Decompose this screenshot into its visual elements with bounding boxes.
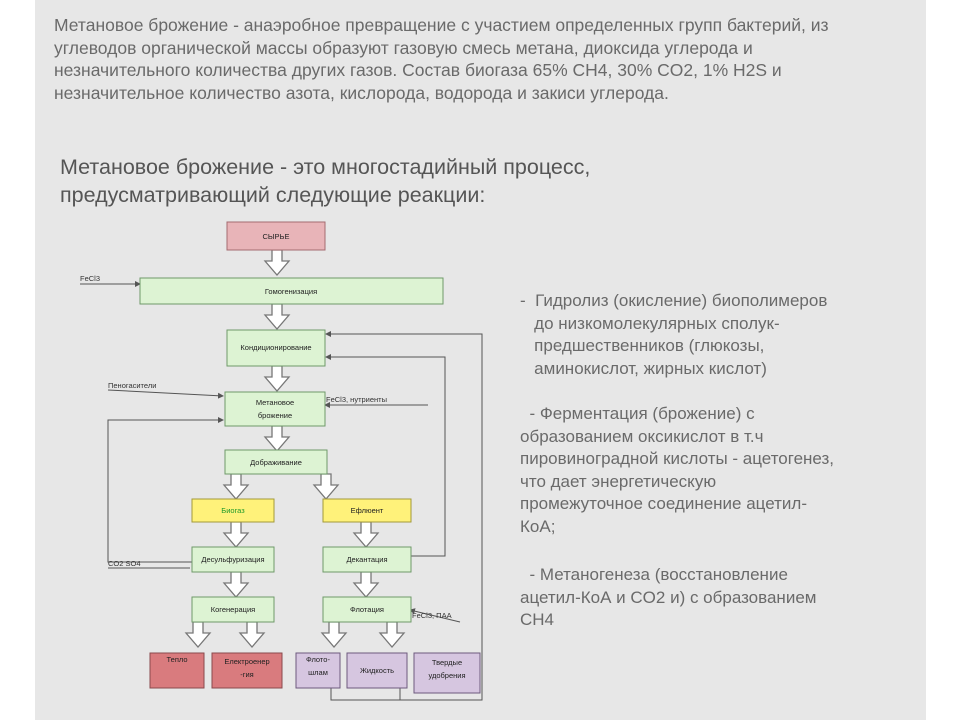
process-boxes bbox=[139, 221, 481, 694]
solid-fertilizer-label-line1: Твердые bbox=[432, 658, 462, 667]
solid-fertilizer-label-line2: удобрения bbox=[428, 671, 465, 680]
cogeneration-box bbox=[191, 596, 275, 623]
flotation-box bbox=[322, 596, 412, 623]
arrow-to-flotoshlam bbox=[320, 621, 348, 648]
electricity-box bbox=[211, 652, 283, 689]
fecl3-label: FeCl3 bbox=[80, 274, 100, 283]
liquid-label: Жидкость bbox=[360, 666, 394, 675]
fecl3-nutrients-label: FeCl3, нутриенты bbox=[326, 395, 387, 404]
arrow-to-decantation bbox=[352, 521, 380, 548]
biogas-box bbox=[191, 498, 275, 523]
desulfurization-label: Десульфуризация bbox=[201, 555, 264, 564]
desulfurization-return-line bbox=[107, 417, 224, 563]
arrow-to-desulfurization bbox=[222, 521, 250, 548]
conditioning-label: Кондиционирование bbox=[240, 343, 311, 352]
decantation-box bbox=[322, 546, 412, 573]
arrow-to-conditioning bbox=[263, 303, 291, 330]
biogas-label: Биогаз bbox=[221, 506, 245, 515]
flotoshlam-box bbox=[295, 652, 341, 689]
methane-fermentation-box bbox=[224, 391, 326, 427]
post-fermentation-box bbox=[224, 449, 328, 475]
arrow-raw-to-homogenization bbox=[263, 249, 291, 276]
arrow-to-effluent bbox=[312, 473, 340, 500]
slide-background bbox=[35, 0, 926, 720]
effluent-label: Ефлюент bbox=[351, 506, 384, 515]
section-heading: Метановое брожение - это многостадийный … bbox=[60, 155, 591, 207]
fecl3-paa-label: FeCl3, ПАА bbox=[412, 611, 452, 620]
antifoam-label: Пеногасители bbox=[108, 381, 156, 390]
intro-paragraph: Метановое брожение - анаэробное превраще… bbox=[54, 15, 829, 103]
decantation-label: Декантация bbox=[346, 555, 387, 564]
liquid-return-line bbox=[325, 331, 483, 701]
side-labels: FeCl3 Пеногасители FeCl3, нутриенты CO2 … bbox=[80, 274, 452, 620]
raw-box bbox=[226, 221, 326, 251]
methane-label-line1: Метановое bbox=[256, 398, 294, 407]
reaction-fermentation: - Ферментация (брожение) с образованием … bbox=[520, 404, 835, 536]
electricity-label-line2: -гия bbox=[240, 670, 253, 679]
antifoam-input-line bbox=[107, 389, 224, 399]
homogenization-box bbox=[139, 277, 444, 305]
liquid-box bbox=[346, 652, 408, 689]
flow-connectors bbox=[80, 281, 483, 701]
arrow-to-cogeneration bbox=[222, 571, 250, 598]
arrow-to-flotation bbox=[352, 571, 380, 598]
cogeneration-label: Когенерация bbox=[211, 605, 255, 614]
decantation-return-line bbox=[325, 354, 446, 557]
arrow-to-electricity bbox=[238, 621, 266, 648]
flotoshlam-label-line2: шлам bbox=[308, 668, 328, 677]
co2-label: CO2 SO4 bbox=[108, 559, 141, 568]
raw-label: СЫРЬЕ bbox=[263, 232, 290, 241]
arrow-to-heat bbox=[184, 621, 212, 648]
homogenization-label: Гомогенизация bbox=[265, 287, 317, 296]
heat-label: Тепло bbox=[166, 655, 187, 664]
reaction-hydrolysis: - Гидролиз (окисление) биополимеров до н… bbox=[520, 291, 828, 378]
solid-fertilizer-box bbox=[413, 652, 481, 694]
desulfurization-box bbox=[191, 546, 275, 573]
electricity-label-line1: Електроенер bbox=[224, 657, 269, 666]
flow-arrows bbox=[184, 249, 406, 648]
post-fermentation-label: Дображивание bbox=[250, 458, 302, 467]
arrow-to-methane-fermentation bbox=[263, 365, 291, 392]
arrow-to-post-fermentation bbox=[263, 425, 291, 452]
effluent-box bbox=[322, 498, 412, 523]
flotation-label: Флотация bbox=[350, 605, 384, 614]
arrow-to-biogas bbox=[222, 473, 250, 500]
heat-box bbox=[149, 652, 205, 689]
methane-label-line2: брожение bbox=[258, 411, 292, 420]
reaction-methanogenesis: - Метаногенеза (восстановление ацетил-Ко… bbox=[520, 565, 817, 630]
box-labels: СЫРЬЕ Гомогенизация Кондиционирование Ме… bbox=[166, 232, 465, 680]
fecl3-paa-input-line bbox=[409, 608, 461, 623]
arrow-to-liquid bbox=[378, 621, 406, 648]
flotoshlam-return-line bbox=[330, 687, 400, 701]
conditioning-box bbox=[226, 329, 326, 367]
flotoshlam-label-line1: Флото- bbox=[306, 655, 330, 664]
